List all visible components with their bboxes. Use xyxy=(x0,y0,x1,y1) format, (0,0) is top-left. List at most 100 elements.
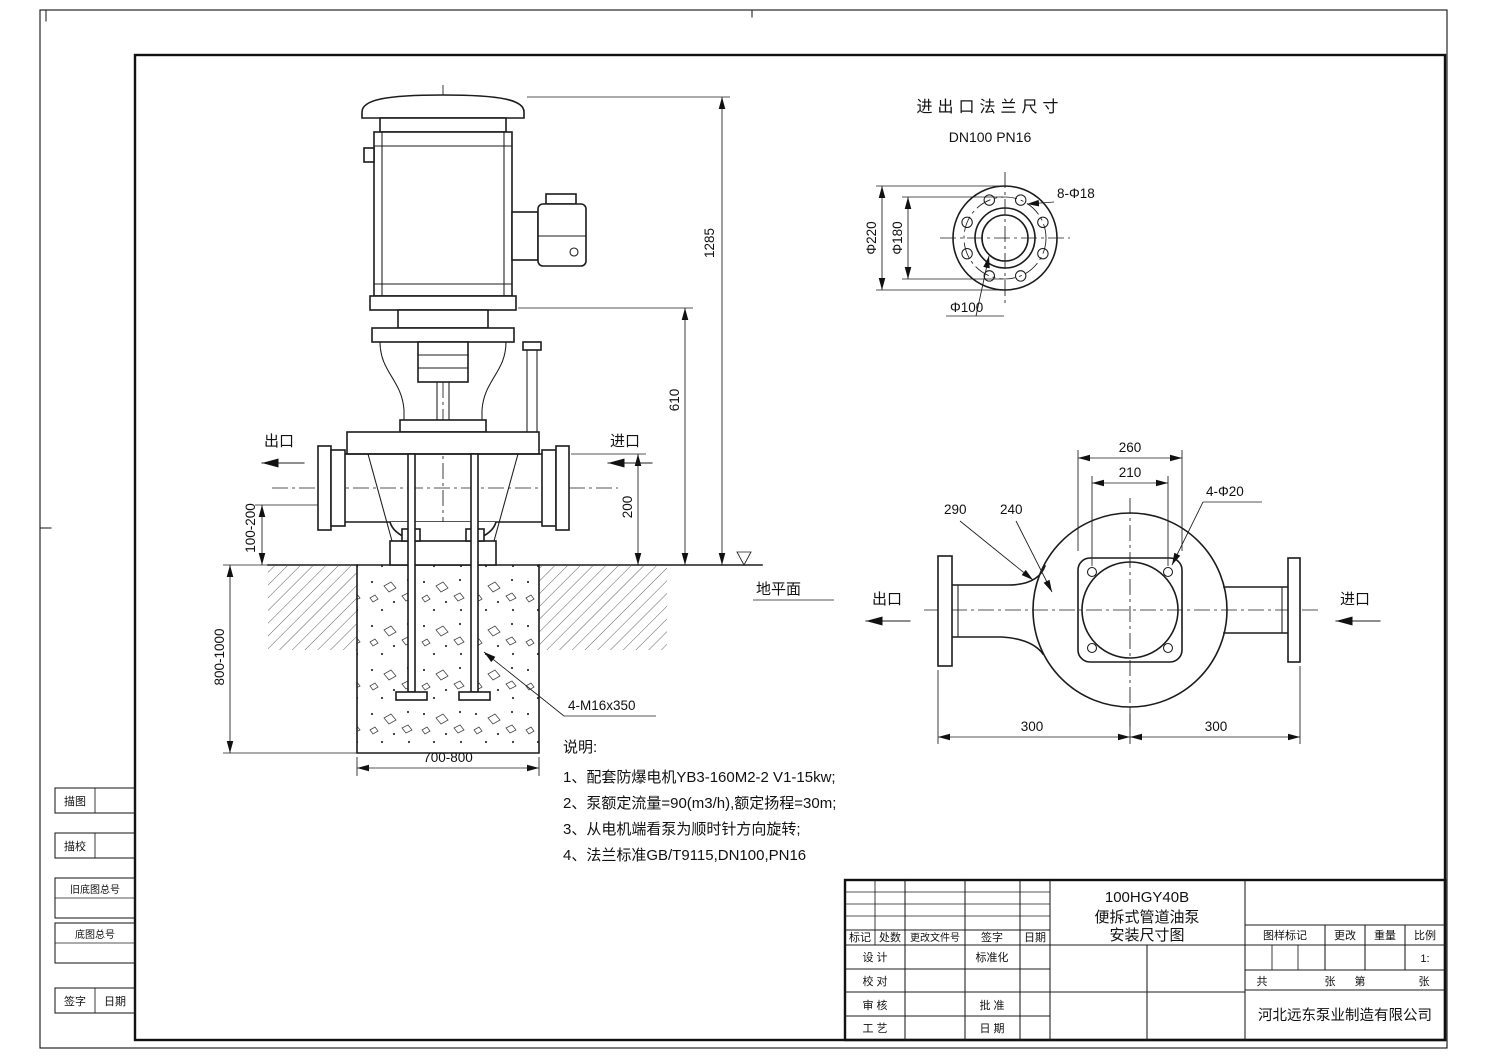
dim-bolt-circle: Φ180 xyxy=(890,221,905,254)
ground-level-label: 地平面 xyxy=(756,581,801,598)
role-proofread: 校 对 xyxy=(862,974,887,988)
base-no-label: 底图总号 xyxy=(75,928,115,941)
note-item-2: 2、泵额定流量=90(m3/h),额定扬程=30m; xyxy=(563,795,836,812)
motor-flange xyxy=(369,295,517,311)
top-view: 260 210 4-Φ20 290 240 300 300 出口 进口 xyxy=(865,440,1381,744)
sheet-total-unit: 张 xyxy=(1325,975,1336,988)
bolt-holes-callout: 8-Φ18 xyxy=(1057,186,1095,201)
front-view-dimensions: 1285 610 200 100-200 800-1000 700-800 4-… xyxy=(212,96,730,776)
stage-mark-header: 图样标记 xyxy=(1263,928,1307,942)
anchor-bolts xyxy=(395,453,491,701)
note-item-3: 3、从电机端看泵为顺时针方向旋转; xyxy=(563,821,801,838)
role-standardization: 标准化 xyxy=(976,950,1009,964)
title-block-grid xyxy=(844,879,1446,1041)
margin-date-label: 日期 xyxy=(104,995,126,1008)
terminal-box-body xyxy=(537,203,587,267)
product-name: 便拆式管道油泵 xyxy=(1094,909,1199,926)
change-header: 更改 xyxy=(1334,928,1356,942)
motor xyxy=(361,94,525,311)
mounting-flange-square xyxy=(1077,557,1183,663)
dim-volute-right: 240 xyxy=(1000,502,1023,517)
outlet-flange xyxy=(317,445,332,531)
notes: 说明: 1、配套防爆电机YB3-160M2-2 V1-15kw; 2、泵额定流量… xyxy=(563,739,836,864)
flange-spec: DN100 PN16 xyxy=(949,129,1032,145)
flange-view-title: 进出口法兰尺寸 xyxy=(916,98,1063,116)
motor-lug xyxy=(363,147,375,163)
dim-foundation-depth: 800-1000 xyxy=(212,628,227,685)
notes-title: 说明: xyxy=(563,739,597,756)
role-review: 审 核 xyxy=(862,998,887,1012)
dim-volute-left: 290 xyxy=(944,502,967,517)
note-item-1: 1、配套防爆电机YB3-160M2-2 V1-15kw; xyxy=(563,769,836,786)
motor-body xyxy=(373,131,513,297)
rev-count-header: 处数 xyxy=(879,931,901,944)
rev-sign-header: 签字 xyxy=(981,930,1003,944)
role-design: 设 计 xyxy=(862,951,887,964)
top-inlet-label: 进口 xyxy=(1340,591,1370,608)
front-view: 地平面 1285 610 200 100-200 800-1000 700- xyxy=(212,85,834,776)
dim-center-to-inlet: 300 xyxy=(1205,719,1228,734)
note-item-4: 4、法兰标准GB/T9115,DN100,PN16 xyxy=(563,847,806,864)
border-frame xyxy=(39,9,1448,1049)
front-inlet-label: 进口 xyxy=(610,433,640,450)
trace-check-label: 描校 xyxy=(64,839,86,853)
title-block: 标记 处数 更改文件号 签字 日期 设 计 标准化 校 对 审 核 批 准 工 … xyxy=(843,878,1447,1042)
ground-level-symbol xyxy=(736,551,752,566)
dim-bolt-spacing: 210 xyxy=(1119,465,1142,480)
bolt-circle xyxy=(963,196,1047,280)
role-approve: 批 准 xyxy=(979,998,1004,1012)
trace-drawing-label: 描图 xyxy=(64,794,86,808)
drawing-frame xyxy=(133,53,1447,1042)
role-process: 工 艺 xyxy=(862,1022,887,1035)
mounting-bolt-holes xyxy=(1086,566,1174,654)
top-bolt-holes-callout: 4-Φ20 xyxy=(1206,484,1244,499)
concrete-block xyxy=(357,565,539,753)
dim-motor-height: 610 xyxy=(667,389,682,412)
model-number: 100HGY40B xyxy=(1105,889,1189,906)
volute-circle xyxy=(1032,512,1228,708)
sheet-index-unit: 张 xyxy=(1419,975,1430,988)
ground-hatch-right xyxy=(539,566,667,650)
foundation: 地平面 xyxy=(267,453,834,754)
weight-header: 重量 xyxy=(1374,928,1396,942)
dim-flange-width: 260 xyxy=(1119,440,1142,455)
margin-blocks: 描图 描校 旧底图总号 底图总号 签字 日期 xyxy=(54,787,136,1014)
flange-detail-view: 进出口法兰尺寸 DN100 PN16 8-Φ18 Φ220 Φ180 xyxy=(864,98,1095,317)
registration-marks xyxy=(39,9,753,529)
base-frame xyxy=(389,540,497,566)
role-date: 日 期 xyxy=(979,1022,1004,1035)
sheet-total-label: 共 xyxy=(1257,975,1268,988)
pump-bracket xyxy=(371,309,542,453)
dim-outer-diameter: Φ220 xyxy=(864,221,879,254)
terminal-box xyxy=(511,193,587,267)
front-outlet-label: 出口 xyxy=(264,433,294,450)
standpipe-flange xyxy=(522,341,542,351)
drawing-name: 安装尺寸图 xyxy=(1109,927,1184,944)
anchor-bolt-callout: 4-M16x350 xyxy=(568,698,636,713)
flange-outer-circle xyxy=(952,185,1058,291)
top-outlet-label: 出口 xyxy=(872,591,902,608)
support-plate xyxy=(346,431,540,455)
dim-bore: Φ100 xyxy=(950,300,983,315)
rev-mark-header: 标记 xyxy=(849,930,871,944)
outer-border xyxy=(39,9,1448,1049)
margin-sign-label: 签字 xyxy=(64,994,86,1008)
top-inlet-flange xyxy=(1287,557,1301,663)
raised-face-circle xyxy=(974,207,1036,269)
bore-circle xyxy=(981,214,1029,262)
dim-outlet-to-center: 300 xyxy=(1021,719,1044,734)
rev-doc-header: 更改文件号 xyxy=(910,931,960,944)
dim-foundation-width: 700-800 xyxy=(423,750,473,765)
rev-date-header: 日期 xyxy=(1024,931,1046,944)
mounting-bore xyxy=(1081,561,1179,659)
dim-pipe-height: 200 xyxy=(620,496,635,519)
coupling xyxy=(417,341,469,383)
dim-above-ground: 100-200 xyxy=(243,503,258,553)
scale-header: 比例 xyxy=(1414,928,1436,942)
inlet-flange xyxy=(555,445,570,531)
sheet-index-label: 第 xyxy=(1355,974,1366,988)
scale-value: 1: xyxy=(1420,953,1429,965)
top-view-dimensions: 260 210 4-Φ20 290 240 300 300 出口 进口 xyxy=(865,440,1381,744)
